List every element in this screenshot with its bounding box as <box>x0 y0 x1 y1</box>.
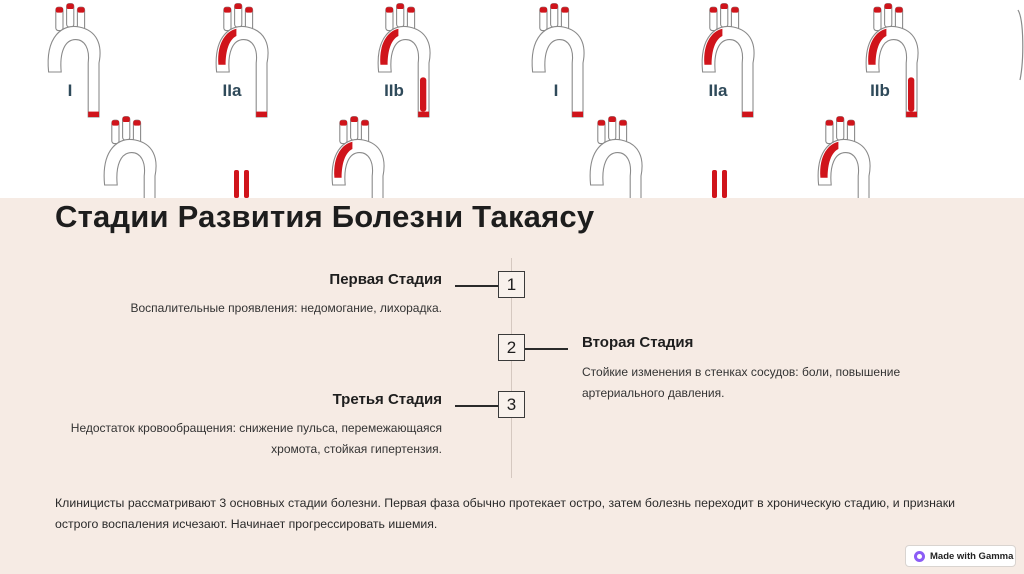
stage-2-connector <box>525 348 568 350</box>
arch-branch-tip-3-1 <box>551 4 558 9</box>
arch-type-label-0: I <box>68 81 73 100</box>
aorta-illustration-banner: I IIa IIb I IIa IIb <box>0 0 1024 198</box>
arch-branch-tip-2-0 <box>386 7 393 12</box>
stage-3-title: Третья Стадия <box>240 391 442 408</box>
arch-branch-tip-b3-1 <box>837 117 844 122</box>
stage-1-description: Воспалительные проявления: недомогание, … <box>60 298 442 319</box>
arch-branch-tip-b1-2 <box>361 120 368 125</box>
partial-arch-edge <box>1018 10 1023 80</box>
aortic-arch-b3 <box>818 117 870 198</box>
aortic-arch-0 <box>48 4 100 117</box>
stage-3-description-line2: хромота, стойкая гипертензия. <box>40 439 442 460</box>
stage-3-number-box: 3 <box>498 391 525 418</box>
stage-3-connector <box>455 405 498 407</box>
stage-2-description-line1: Стойкие изменения в стенках сосудов: бол… <box>582 362 982 383</box>
stage-1-number-box: 1 <box>498 271 525 298</box>
aorta-diagrams: I IIa IIb I IIa IIb <box>0 0 1024 198</box>
arch-end-0 <box>88 112 99 117</box>
summary-paragraph: Клиницисты рассматривают 3 основных стад… <box>55 493 985 535</box>
arch-body-0 <box>48 26 100 117</box>
arch-branch-tip-0-0 <box>56 7 63 12</box>
arch-branch-tip-1-1 <box>235 4 242 9</box>
arch-type-label-4: IIa <box>709 81 728 100</box>
arch-end-1 <box>256 112 267 117</box>
arch-branch-tip-b2-0 <box>598 120 605 125</box>
arch-branch-tip-1-2 <box>245 7 252 12</box>
stage-1-number: 1 <box>507 275 516 295</box>
aortic-arch-b0 <box>104 117 156 198</box>
arch-branch-tip-2-2 <box>407 7 414 12</box>
badge-label: Made with Gamma <box>930 551 1013 562</box>
arch-branch-tip-5-1 <box>885 4 892 9</box>
gamma-logo-icon <box>914 551 925 562</box>
stage-2-title: Вторая Стадия <box>582 334 882 351</box>
arch-branch-tip-1-0 <box>224 7 231 12</box>
arch-branch-tip-4-0 <box>710 7 717 12</box>
summary-line-2: острого воспаления исчезают. Начинает пр… <box>55 514 985 535</box>
arch-branch-tip-0-1 <box>67 4 74 9</box>
arch-branch-tip-b1-1 <box>351 117 358 122</box>
stage-2-number-box: 2 <box>498 334 525 361</box>
page-title: Стадии Развития Болезни Такаясу <box>55 199 594 235</box>
stage-2-number: 2 <box>507 338 516 358</box>
vessel-fragment-a-1 <box>712 170 717 198</box>
arch-type-label-3: I <box>554 81 559 100</box>
arch-body-3 <box>532 26 584 117</box>
arch-branch-tip-b1-0 <box>340 120 347 125</box>
arch-end-2 <box>418 112 429 117</box>
arch-end-4 <box>742 112 753 117</box>
arch-body-b2 <box>590 139 642 198</box>
arch-branch-tip-0-2 <box>77 7 84 12</box>
vessel-fragment-b-1 <box>722 170 727 198</box>
arch-lesion-desc-2 <box>420 77 426 111</box>
arch-branch-tip-4-1 <box>721 4 728 9</box>
arch-branch-tip-4-2 <box>731 7 738 12</box>
vessel-fragment-b-0 <box>244 170 249 198</box>
arch-branch-tip-b3-0 <box>826 120 833 125</box>
arch-branch-tip-5-0 <box>874 7 881 12</box>
made-with-gamma-badge[interactable]: Made with Gamma <box>905 545 1016 567</box>
arch-lesion-desc-5 <box>908 77 914 111</box>
arch-body-b0 <box>104 139 156 198</box>
stage-2-description-line2: артериального давления. <box>582 383 982 404</box>
arch-branch-tip-3-2 <box>561 7 568 12</box>
arch-branch-tip-b2-2 <box>619 120 626 125</box>
arch-branch-tip-b0-0 <box>112 120 119 125</box>
arch-end-3 <box>572 112 583 117</box>
stage-1-title: Первая Стадия <box>240 271 442 288</box>
arch-type-label-5: IIb <box>870 81 890 100</box>
stage-2-description: Стойкие изменения в стенках сосудов: бол… <box>582 362 982 404</box>
summary-line-1: Клиницисты рассматривают 3 основных стад… <box>55 493 985 514</box>
arch-branch-tip-b0-2 <box>133 120 140 125</box>
aortic-arch-b2 <box>590 117 642 198</box>
arch-branch-tip-3-0 <box>540 7 547 12</box>
arch-type-label-1: IIa <box>223 81 242 100</box>
arch-branch-tip-b0-1 <box>123 117 130 122</box>
stage-3-description: Недостаток кровообращения: снижение пуль… <box>40 418 442 460</box>
arch-end-5 <box>906 112 917 117</box>
arch-branch-tip-2-1 <box>397 4 404 9</box>
stage-3-number: 3 <box>507 395 516 415</box>
aortic-arch-b1 <box>332 117 384 198</box>
arch-branch-tip-b2-1 <box>609 117 616 122</box>
arch-branch-tip-b3-2 <box>847 120 854 125</box>
stage-1-connector <box>455 285 498 287</box>
arch-type-label-2: IIb <box>384 81 404 100</box>
vessel-fragment-a-0 <box>234 170 239 198</box>
arch-branch-tip-5-2 <box>895 7 902 12</box>
stage-3-description-line1: Недостаток кровообращения: снижение пуль… <box>40 418 442 439</box>
